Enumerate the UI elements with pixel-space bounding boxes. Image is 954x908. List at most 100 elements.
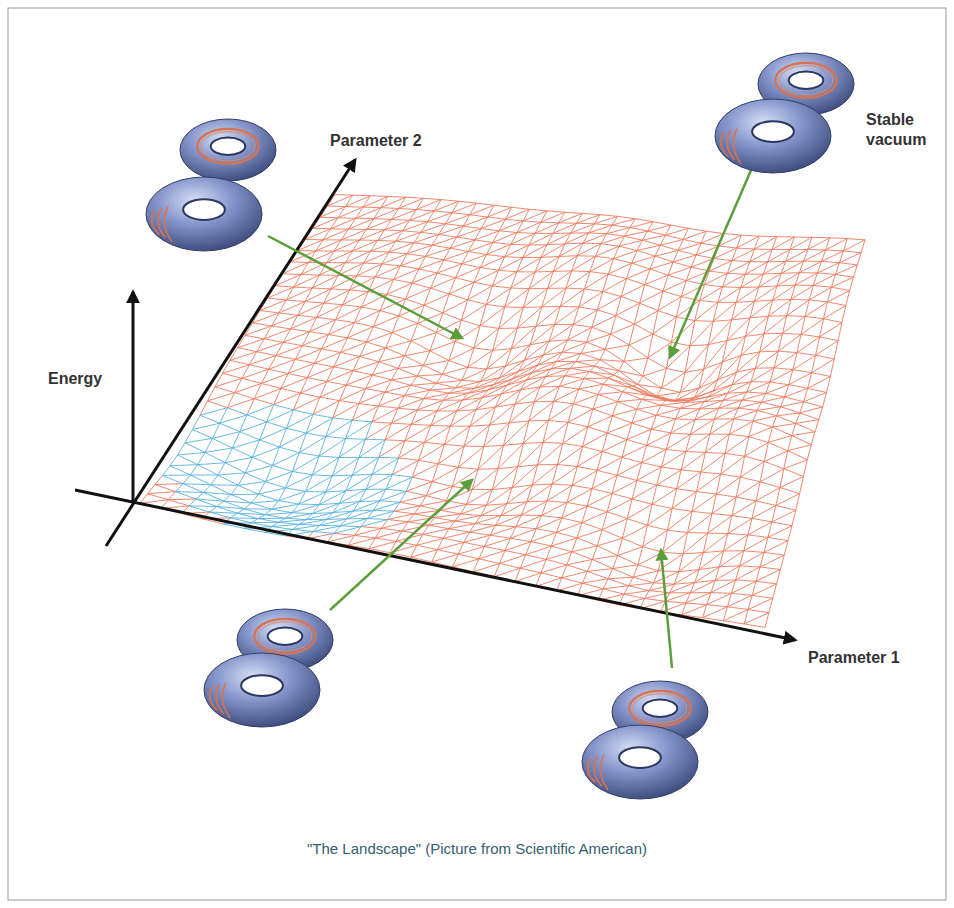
mesh-line [498, 467, 518, 469]
mesh-line [313, 531, 334, 533]
mesh-line [345, 262, 363, 263]
mesh-line [336, 320, 355, 323]
mesh-line [429, 521, 455, 525]
mesh-line [603, 586, 628, 589]
mesh-line [486, 286, 492, 304]
mesh-line [621, 296, 639, 303]
mesh-line [543, 422, 568, 442]
mesh-line [565, 371, 590, 375]
mesh-line [170, 465, 198, 466]
mesh-line [723, 274, 746, 287]
mesh-line [493, 349, 512, 351]
mesh-line [622, 440, 627, 458]
mesh-line [427, 213, 452, 222]
mesh-line [200, 408, 227, 416]
mesh-line [392, 423, 412, 424]
mesh-line [470, 425, 490, 426]
mesh-line [750, 249, 772, 261]
mesh-line [652, 489, 677, 505]
mesh-line [486, 304, 505, 307]
mesh-line [547, 211, 565, 212]
mesh-line [339, 457, 359, 458]
mesh-line [305, 239, 323, 240]
mesh-line [617, 463, 642, 476]
mesh-line [582, 512, 607, 523]
mesh-line [367, 229, 385, 230]
mesh-line [593, 402, 618, 409]
mesh-line [470, 205, 494, 215]
mesh-line [632, 409, 637, 423]
mesh-line [617, 399, 641, 401]
mesh-line [359, 440, 385, 458]
mesh-line [587, 569, 612, 572]
mesh-line [598, 384, 603, 394]
mesh-line [372, 406, 379, 422]
mesh-line [424, 305, 443, 312]
mesh-line [399, 442, 425, 458]
mesh-line [420, 501, 446, 506]
mesh-line [312, 275, 338, 288]
mesh-line [737, 248, 755, 249]
mesh-line [346, 422, 372, 439]
mesh-line [532, 465, 537, 485]
mesh-line [680, 408, 699, 410]
mesh-line [375, 538, 396, 541]
mesh-line [490, 423, 510, 425]
mesh-line [661, 603, 686, 612]
mesh-line [632, 415, 656, 423]
mesh-line [272, 465, 292, 471]
mesh-line [258, 494, 278, 500]
mesh-line [190, 475, 210, 485]
mesh-line [723, 286, 741, 288]
mesh-line [652, 504, 672, 508]
mesh-line [638, 552, 663, 565]
mesh-line [405, 351, 430, 356]
mesh-line [272, 524, 299, 526]
mesh-line [140, 494, 148, 504]
mesh-line [612, 225, 630, 227]
mesh-line [333, 404, 359, 418]
mesh-line [286, 288, 312, 300]
mesh-line [430, 333, 436, 351]
mesh-line [614, 371, 619, 375]
mesh-line [431, 288, 450, 294]
mesh-line [341, 352, 360, 356]
mesh-line [573, 404, 592, 409]
mesh-line [617, 475, 637, 480]
mesh-line [480, 326, 499, 329]
mesh-line [455, 516, 481, 521]
mesh-line [245, 473, 265, 482]
mesh-line [367, 219, 392, 229]
mesh-line [616, 316, 635, 325]
mesh-line [553, 270, 571, 271]
mesh-line [244, 508, 271, 509]
mesh-line [392, 460, 418, 474]
mesh-line [443, 374, 462, 380]
mesh-line [515, 568, 520, 581]
mesh-line [704, 341, 727, 370]
mesh-line [536, 518, 562, 529]
mesh-line [283, 273, 302, 275]
mesh-line [398, 408, 417, 410]
mesh-line [632, 423, 651, 429]
mesh-line [365, 439, 385, 441]
mesh-line [298, 250, 316, 251]
mesh-line [602, 433, 607, 452]
mesh-line [438, 464, 458, 468]
mesh-line [392, 333, 411, 341]
mesh-line [642, 235, 665, 240]
mesh-line [155, 483, 183, 485]
mesh-line [340, 519, 367, 526]
mesh-line [183, 484, 211, 485]
mesh-line [499, 231, 517, 233]
mesh-line [313, 228, 331, 229]
mesh-line [437, 273, 455, 278]
mesh-line [365, 423, 391, 439]
mesh-line [382, 264, 400, 266]
mesh-line [605, 334, 610, 349]
mesh-line [549, 340, 568, 341]
mesh-line [251, 519, 258, 523]
mesh-line [633, 384, 638, 385]
mesh-line [732, 261, 750, 262]
